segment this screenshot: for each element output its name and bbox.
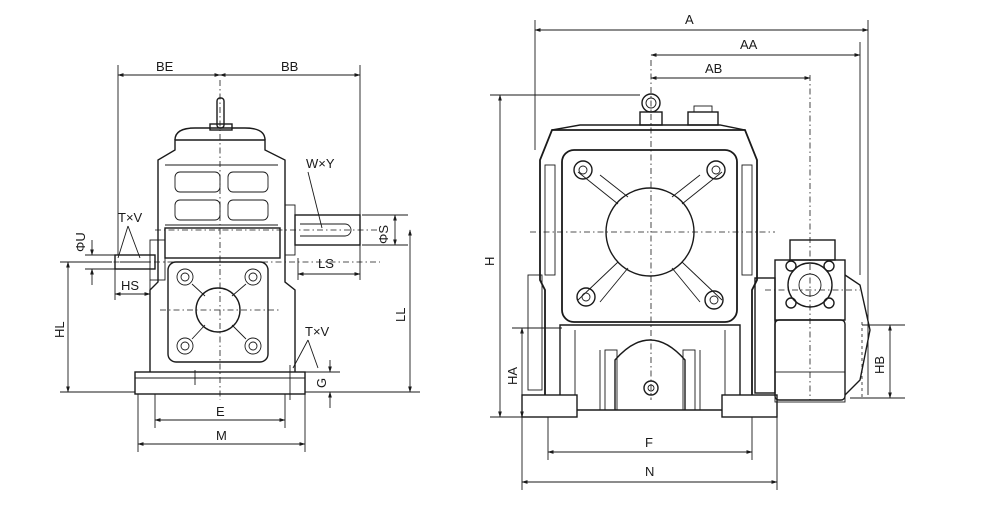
dim-label-H: H	[482, 257, 497, 266]
dim-label-HL: HL	[52, 321, 67, 338]
lifting-rod	[216, 97, 225, 129]
front-cover-plate	[561, 149, 738, 323]
dim-label-HB: HB	[872, 356, 887, 374]
dim-label-F: F	[645, 435, 653, 450]
dim-label-LS: LS	[318, 256, 334, 271]
front-foot-right	[721, 394, 778, 418]
input-flange	[167, 261, 269, 363]
side-housing	[149, 139, 296, 372]
dim-label-LL: LL	[393, 308, 408, 322]
dim-label-TxV-bottom: T×V	[305, 324, 330, 339]
input-gear-unit	[754, 277, 776, 394]
dim-label-G: G	[314, 378, 329, 388]
dim-label-TxV-top: T×V	[118, 210, 143, 225]
dim-label-WxY: W×Y	[306, 156, 335, 171]
dim-label-PhiU: ΦU	[73, 232, 88, 252]
dim-label-BE: BE	[156, 59, 174, 74]
dim-label-E: E	[216, 404, 225, 419]
dim-label-AA: AA	[740, 37, 758, 52]
dim-label-HA: HA	[505, 367, 520, 385]
dim-label-M: M	[216, 428, 227, 443]
side-view: BE BB W×Y T×V ΦU ΦS HS LS HL	[52, 59, 420, 452]
dim-label-AB: AB	[705, 61, 722, 76]
dim-label-N: N	[645, 464, 654, 479]
dim-label-BB: BB	[281, 59, 298, 74]
dim-label-A: A	[685, 12, 694, 27]
front-foot-left	[521, 394, 578, 418]
dim-label-PhiS: ΦS	[376, 225, 391, 244]
dim-label-HS: HS	[121, 278, 139, 293]
front-view: A AA AB H HA HB F N	[482, 12, 905, 490]
